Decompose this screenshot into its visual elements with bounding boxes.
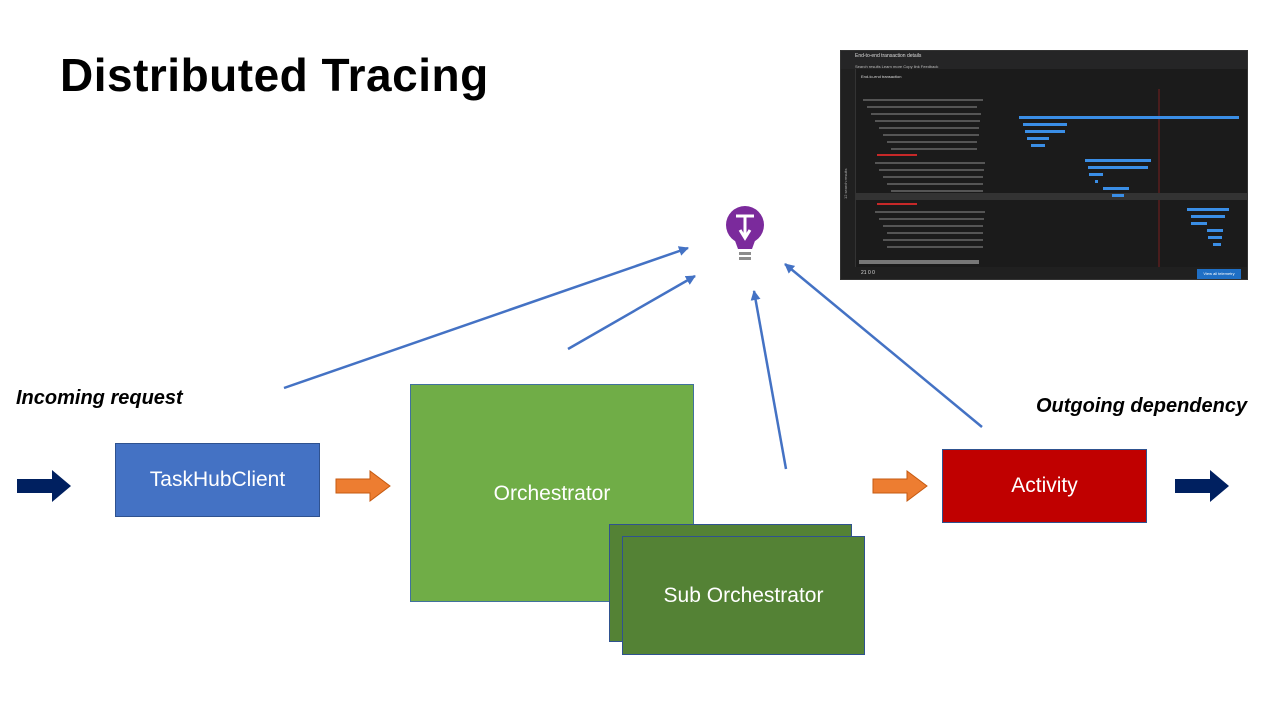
screenshot-header <box>841 51 1247 69</box>
outgoing-arrow-icon <box>1175 470 1229 502</box>
screenshot-footer-counts: 21 0 0 <box>861 270 875 276</box>
page-title: Distributed Tracing <box>60 49 489 101</box>
taskhubclient-box: TaskHubClient <box>115 443 320 517</box>
taskhub-to-orchestrator-arrow-icon <box>335 470 391 502</box>
incoming-arrow-icon <box>17 470 71 502</box>
sub-orchestrator-label: Sub Orchestrator <box>663 583 824 607</box>
view-all-telemetry-button: View all telemetry <box>1197 269 1241 279</box>
telemetry-arrow-activity <box>784 263 983 428</box>
activity-label: Activity <box>1011 474 1078 497</box>
screenshot-footer: 21 0 0 View all telemetry <box>855 267 1247 279</box>
incoming-request-label: Incoming request <box>16 387 183 409</box>
transaction-details-screenshot: End-to-end transaction details Search re… <box>840 50 1248 280</box>
lightbulb-icon <box>726 206 764 260</box>
sub-orchestrator-box: Sub Orchestrator <box>622 536 865 655</box>
screenshot-title: End-to-end transaction details <box>855 53 922 59</box>
activity-box: Activity <box>942 449 1147 523</box>
outgoing-dependency-label: Outgoing dependency <box>1036 395 1248 417</box>
orchestrator-to-activity-arrow-icon <box>872 470 928 502</box>
screenshot-sidebar: 12 search results <box>841 69 856 279</box>
screenshot-side-text: 12 search results <box>843 168 848 199</box>
telemetry-arrow-taskhub <box>283 246 689 390</box>
orchestrator-label: Orchestrator <box>493 482 611 505</box>
screenshot-timeline <box>855 89 1247 267</box>
telemetry-arrow-orchestrator <box>567 274 696 351</box>
screenshot-toolbar: Search results Learn more Copy link Feed… <box>855 64 939 69</box>
taskhubclient-label: TaskHubClient <box>149 468 286 491</box>
screenshot-subtitle: End-to-end transaction <box>861 74 902 79</box>
telemetry-arrow-sub-orchestrator <box>750 290 788 470</box>
